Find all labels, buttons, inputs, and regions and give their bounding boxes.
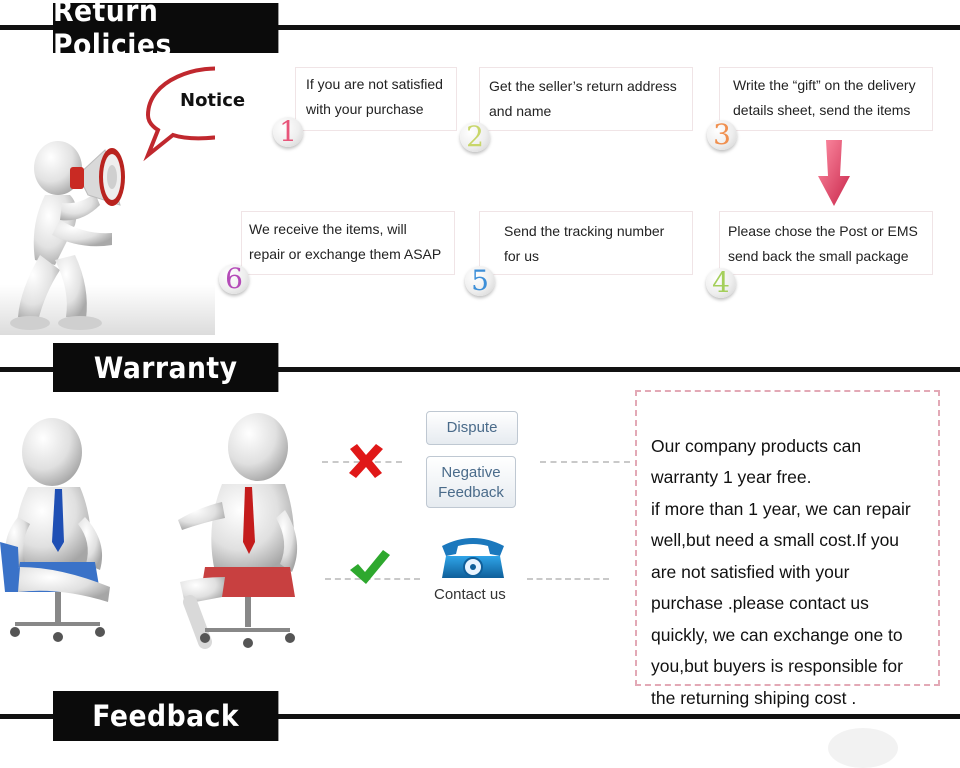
dispute-label: Dispute (426, 411, 518, 445)
step-3-text: Write the “gift” on the delivery details… (733, 77, 916, 118)
warranty-text-box: Our company products can warranty 1 year… (635, 390, 940, 708)
step-1-box: If you are not satisfied with your purch… (296, 68, 456, 130)
step-2-box: Get the seller’s return address and name (480, 68, 692, 130)
decorative-circle (828, 728, 898, 768)
left-person (0, 418, 110, 642)
step-4-number: 4 (706, 268, 736, 298)
feedback-rule (0, 714, 960, 719)
notice-bubble (143, 66, 265, 162)
step-1-text: If you are not satisfied with your purch… (306, 76, 443, 117)
step-3-box: Write the “gift” on the delivery details… (720, 68, 932, 130)
warranty-rule (0, 367, 960, 372)
check-icon (350, 550, 390, 591)
step-6-box: We receive the items, will repair or exc… (242, 212, 454, 274)
warranty-text: Our company products can warranty 1 year… (651, 435, 911, 708)
right-person (178, 413, 298, 649)
warranty-title: Warranty (53, 343, 279, 393)
meeting-people-illustration (0, 392, 310, 662)
telephone-icon[interactable] (440, 534, 506, 589)
step-1-number: 1 (273, 117, 303, 147)
return-policies-rule (0, 25, 960, 30)
step-6-number: 6 (219, 264, 249, 294)
arrow-down-icon (818, 140, 850, 211)
step-2-text: Get the seller’s return address and name (489, 78, 677, 119)
step-5-box: Send the tracking number for us (480, 212, 692, 274)
warranty-illustration (0, 392, 310, 662)
feedback-title: Feedback (53, 691, 279, 741)
step-3-number: 3 (707, 120, 737, 150)
return-policies-title: Return Policies (53, 0, 279, 62)
dash-line-top-right (540, 461, 630, 463)
dash-line-bottom-right (527, 578, 609, 580)
step-5-number: 5 (465, 266, 495, 296)
contact-us-label[interactable]: Contact us (434, 586, 506, 603)
cross-icon (347, 444, 385, 483)
negative-feedback-label: Negative Feedback (426, 456, 516, 508)
step-6-text: We receive the items, will repair or exc… (249, 221, 442, 262)
megaphone-icon (70, 148, 125, 206)
step-2-number: 2 (460, 122, 490, 152)
step-4-text: Please chose the Post or EMS send back t… (728, 223, 918, 264)
step-5-text: Send the tracking number for us (504, 223, 665, 264)
notice-label: Notice (180, 90, 246, 111)
dash-line-bottom-left (325, 578, 420, 580)
step-4-box: Please chose the Post or EMS send back t… (720, 212, 932, 274)
